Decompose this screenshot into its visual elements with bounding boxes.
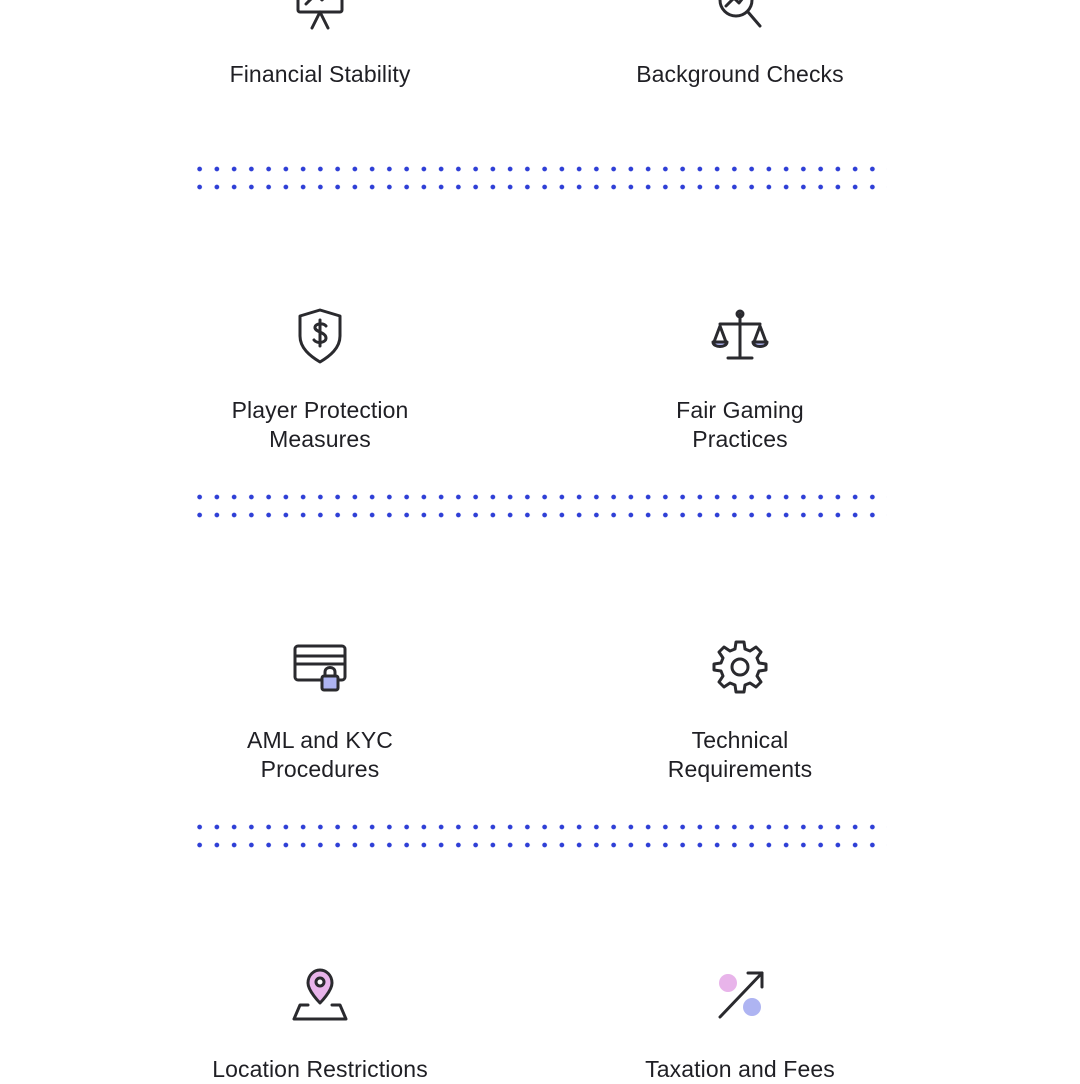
magnifier-chart-icon — [718, 0, 762, 28]
feature-fair-gaming: Fair Gaming Practices — [570, 306, 910, 454]
dotted-divider — [197, 166, 887, 190]
feature-label: Financial Stability — [229, 61, 411, 87]
card-lock-icon — [293, 644, 347, 692]
feature-location-restrictions: Location Restrictions — [150, 965, 490, 1084]
dotted-divider — [197, 494, 887, 518]
feature-background-checks: Background Checks — [570, 0, 910, 89]
presentation-board-icon — [296, 0, 344, 30]
feature-label: Background Checks — [636, 61, 844, 87]
percent-icon — [718, 971, 764, 1019]
feature-player-protection: Player Protection Measures — [150, 306, 490, 454]
map-pin-icon — [292, 968, 348, 1021]
feature-financial-stability: Financial Stability — [150, 0, 490, 89]
feature-label: Taxation and Fees — [645, 1056, 835, 1082]
feature-label: AML and KYC Procedures — [247, 727, 393, 782]
feature-label: Fair Gaming Practices — [676, 397, 804, 452]
dotted-divider — [197, 824, 887, 848]
feature-taxation-fees: Taxation and Fees — [570, 965, 910, 1084]
feature-label: Player Protection Measures — [231, 397, 409, 452]
balance-scale-icon — [711, 309, 769, 360]
feature-technical-requirements: Technical Requirements — [570, 636, 910, 784]
feature-label: Technical Requirements — [667, 727, 813, 782]
shield-dollar-icon — [298, 308, 342, 364]
feature-aml-kyc: AML and KYC Procedures — [150, 636, 490, 784]
gear-icon — [712, 640, 768, 694]
feature-label: Location Restrictions — [212, 1056, 428, 1082]
